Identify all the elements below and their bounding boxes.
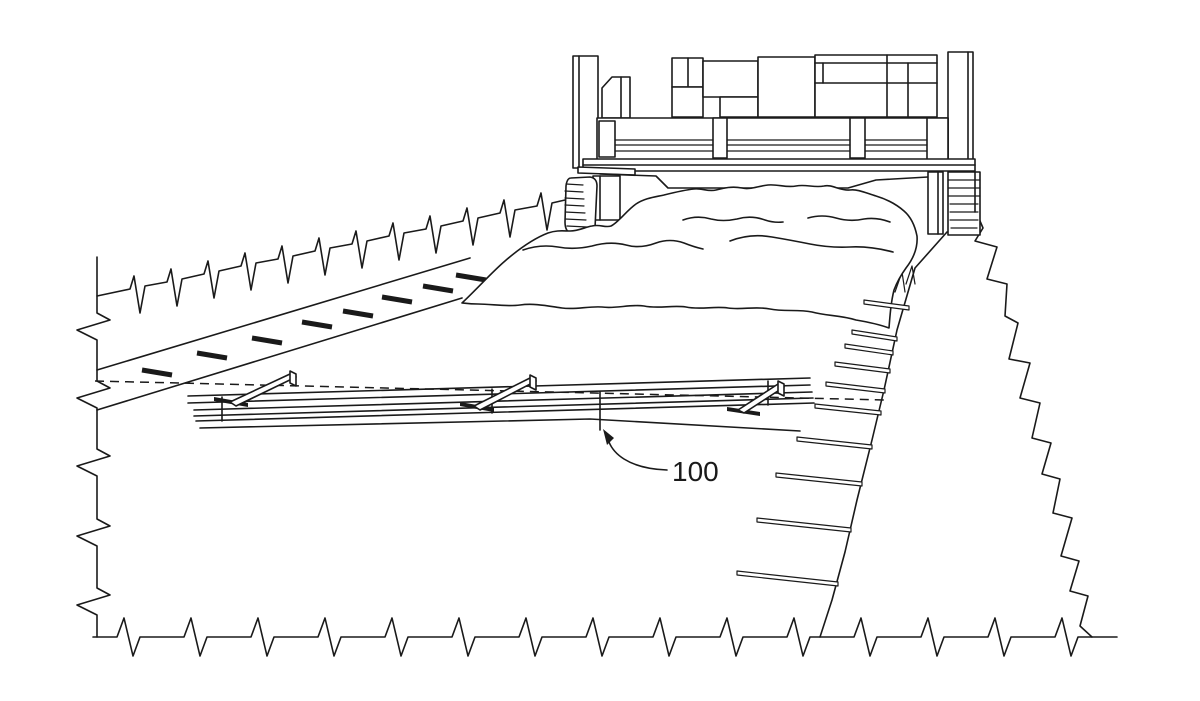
stake-1 <box>214 370 297 407</box>
superstructure-boxes <box>671 54 938 118</box>
side-form-plate <box>927 171 944 235</box>
dashed-grade-line <box>94 380 885 401</box>
break-line-bottom <box>92 617 1118 657</box>
left-secondary-post <box>601 76 631 119</box>
road-lower-edge <box>96 297 463 411</box>
left-vertical-break <box>76 256 111 638</box>
stake-2 <box>460 374 537 412</box>
pile-outline <box>461 184 918 329</box>
right-zigzag-break <box>974 213 1093 638</box>
arrowhead-icon <box>603 429 614 445</box>
paver-machine <box>564 51 981 237</box>
sawtooth-break-line <box>96 192 566 314</box>
torn-edge-top-left <box>96 192 566 314</box>
stake-3 <box>727 380 785 416</box>
road-strip <box>96 257 487 411</box>
right-mast <box>947 51 974 163</box>
road-centerline-dashes <box>141 272 487 378</box>
reference-label: 100 <box>672 456 719 487</box>
tie-bars <box>736 299 910 587</box>
bottom-zigzag-break <box>92 617 1118 657</box>
reference-callout: 100 <box>603 429 719 487</box>
track-treads <box>564 183 589 234</box>
road-upper-edge <box>96 257 471 371</box>
concrete-pile <box>461 184 918 329</box>
deck-rails <box>614 139 928 152</box>
deck-frame <box>582 117 976 172</box>
break-line-right <box>974 213 1093 638</box>
grade-line <box>94 380 885 401</box>
right-crawler-track <box>947 171 981 236</box>
break-line-left <box>76 256 111 638</box>
leader-line <box>608 441 668 471</box>
dowel-basket-stakes <box>214 370 785 416</box>
track-treads <box>947 179 981 229</box>
pile-surface-waves <box>522 215 894 253</box>
